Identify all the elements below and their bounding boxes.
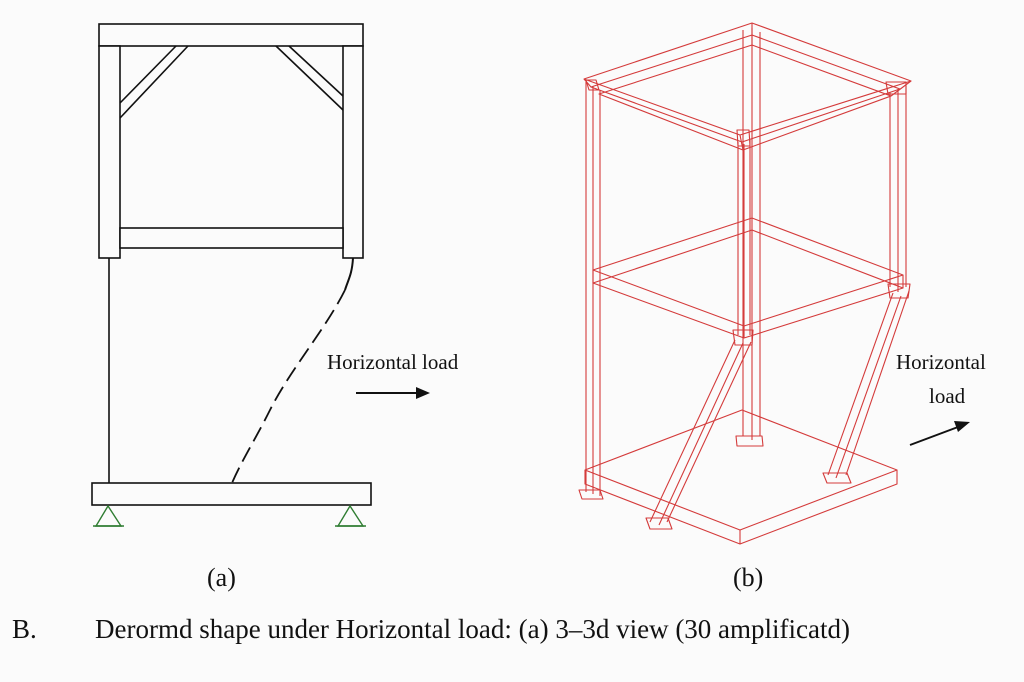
right-knee-brace [275,45,344,111]
panel-b-label: (b) [733,563,764,592]
column-front-deformed-3d [645,140,754,530]
caption-number: B. [12,614,37,644]
base-slab [584,409,898,545]
load-arrow-b [909,421,970,446]
caption-text: Derormd shape under Horizontal load: (a)… [95,614,850,644]
middle-floor [592,217,904,339]
panel-a-load-label: Horizontal load [327,350,459,374]
base-beam [91,482,372,506]
middle-beam [119,227,344,249]
panel-a-label: (a) [207,563,236,592]
load-arrow-a [356,387,430,399]
column-left-3d [578,82,604,500]
panel-b-load-label-line2: load [929,384,966,408]
left-upper-column [98,45,121,259]
pin-support-right [335,504,366,527]
column-back-3d [735,28,764,447]
column-right-deformed-3d [822,86,911,484]
top-beam [98,23,364,47]
frame-2d-elevation [91,23,372,506]
frame-3d-deformed [578,22,912,545]
roof-frame [583,22,912,151]
deformed-right-column [231,257,354,484]
panel-b-load-label-line1: Horizontal [896,350,986,374]
pin-support-left [93,504,124,527]
right-upper-column [342,45,364,259]
left-knee-brace [119,45,189,119]
